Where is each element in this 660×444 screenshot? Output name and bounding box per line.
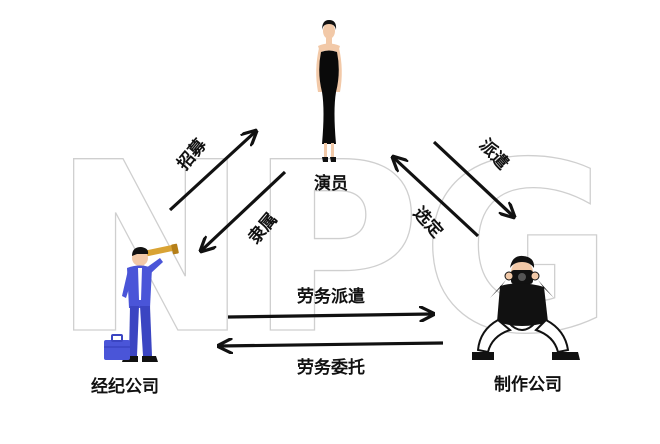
- node-production-label: 制作公司: [494, 374, 562, 395]
- arrow-labor-dispatch: [227, 314, 432, 317]
- node-agency-label: 经纪公司: [91, 376, 159, 397]
- actress-illustration: [316, 20, 342, 162]
- arrow-labor-entrust: [220, 343, 444, 346]
- arrow-dispatch: [432, 140, 513, 216]
- arrow-belong: [202, 170, 287, 250]
- photographer-illustration: [472, 255, 580, 360]
- businessman-illustration: [104, 243, 179, 362]
- label-labor-entrust: 劳务委托: [297, 357, 365, 378]
- arrow-recruit: [168, 132, 255, 212]
- arrow-select: [394, 158, 480, 238]
- node-actor-label: 演员: [314, 173, 348, 194]
- label-labor-dispatch: 劳务派遣: [297, 286, 365, 307]
